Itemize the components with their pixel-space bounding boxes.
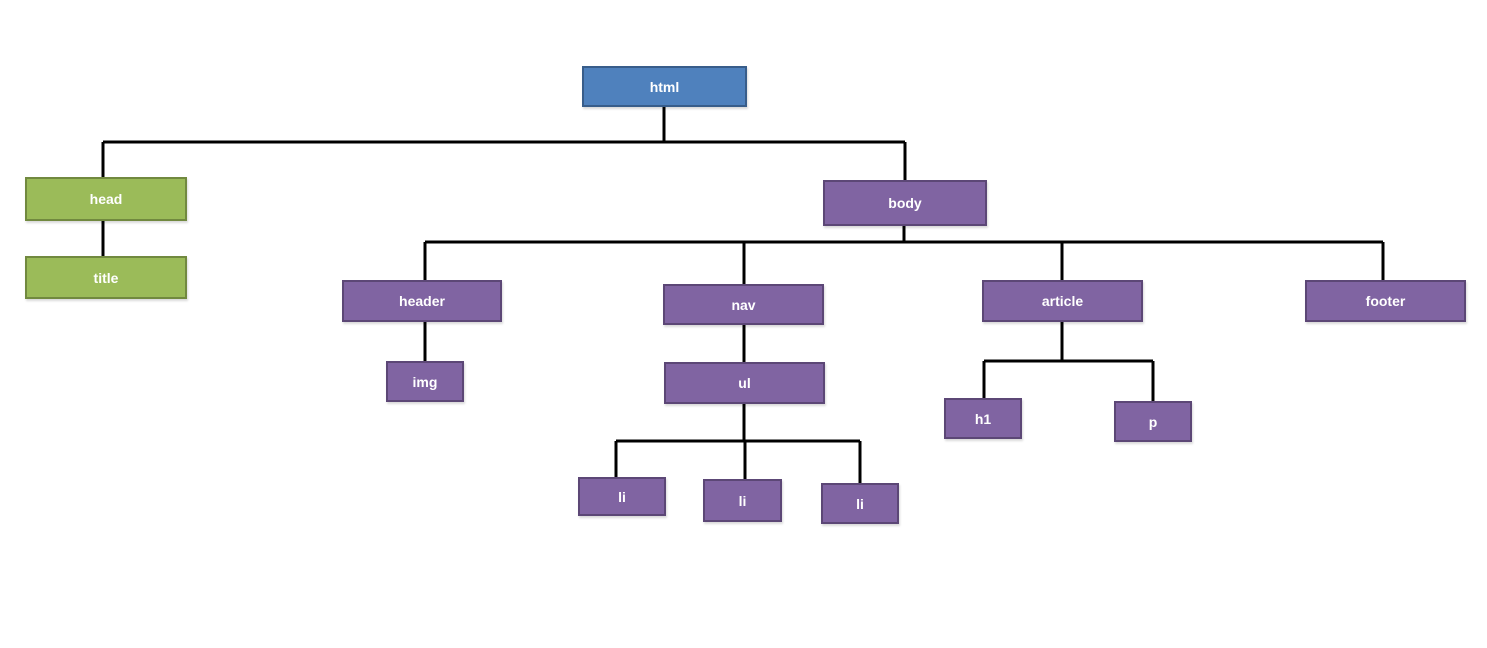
node-p: p [1114, 401, 1192, 442]
node-nav: nav [663, 284, 824, 325]
node-header: header [342, 280, 502, 322]
connector-ul [614, 403, 862, 483]
node-img: img [386, 361, 464, 402]
connector-html [101, 106, 907, 180]
connector-article [982, 321, 1155, 401]
node-footer: footer [1305, 280, 1466, 322]
node-h1: h1 [944, 398, 1022, 439]
node-li-2: li [703, 479, 782, 522]
connector-body [423, 225, 1385, 284]
node-li-1: li [578, 477, 666, 516]
node-head: head [25, 177, 187, 221]
node-article: article [982, 280, 1143, 322]
node-html: html [582, 66, 747, 107]
node-body: body [823, 180, 987, 226]
node-title: title [25, 256, 187, 299]
node-li-3: li [821, 483, 899, 524]
node-ul: ul [664, 362, 825, 404]
